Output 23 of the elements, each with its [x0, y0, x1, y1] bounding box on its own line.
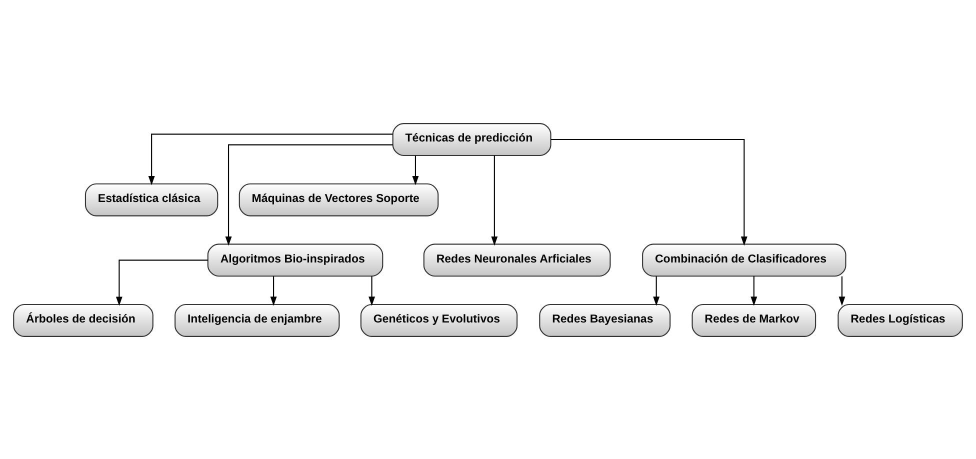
arrow — [412, 155, 419, 185]
node-box: Técnicas de predicción — [392, 122, 552, 156]
arrow — [368, 276, 376, 306]
arrow — [550, 138, 748, 246]
arrow — [491, 155, 498, 246]
node-box: Redes Bayesianas — [539, 303, 671, 336]
node-box: Algoritmos Bio-inspirados — [207, 243, 384, 276]
node-box: Combinación de Clasificadores — [642, 243, 846, 276]
node-box: Inteligencia de enjambre — [174, 303, 340, 336]
arrow — [838, 276, 846, 306]
node-box: Máquinas de Vectores Soporte — [238, 182, 439, 216]
arrow — [270, 276, 277, 306]
node-box: Redes Neuronales Arficiales — [423, 243, 611, 276]
arrow — [116, 259, 208, 306]
arrow — [653, 276, 660, 306]
node-box: Estadística clásica — [84, 182, 218, 216]
arrow — [225, 144, 393, 246]
node-box: Redes de Markov — [692, 303, 816, 336]
arrow — [750, 276, 758, 306]
arrow — [148, 133, 393, 185]
node-box: Árboles de decisión — [13, 303, 154, 336]
node-box: Redes Logísticas — [838, 303, 963, 336]
node-box: Genéticos y Evolutivos — [360, 303, 518, 336]
